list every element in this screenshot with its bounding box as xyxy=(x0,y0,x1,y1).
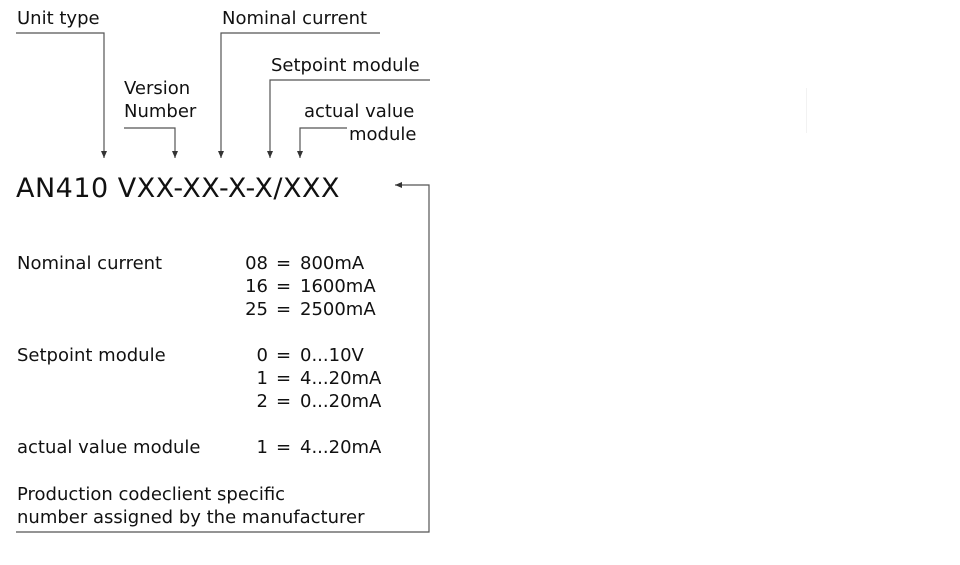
legend-nominal-current-label: Nominal current xyxy=(17,253,163,274)
actual-value-connector xyxy=(297,127,347,158)
production-code-connector xyxy=(16,182,430,533)
legend-row-code: 1 xyxy=(256,437,268,458)
actual-value-callout-line1: actual value xyxy=(304,101,415,122)
legend-row-code: 16 xyxy=(245,276,268,297)
type-code: AN410 VXX-XX-X-X/XXX xyxy=(16,173,340,204)
production-code-line1: Production codeclient specific xyxy=(17,484,286,505)
legend-row-equals: = xyxy=(276,391,292,412)
version-number-connector xyxy=(124,127,178,158)
legend-row-value: 4...20mA xyxy=(300,368,382,389)
setpoint-module-callout: Setpoint module xyxy=(271,55,420,76)
setpoint-module-connector xyxy=(267,79,430,158)
version-number-label-line2: Number xyxy=(124,101,197,122)
legend-row-value: 0...20mA xyxy=(300,391,382,412)
legend-actual-value-module-label: actual value module xyxy=(17,437,201,458)
legend-row-equals: = xyxy=(276,437,292,458)
legend-row-equals: = xyxy=(276,345,292,366)
legend-row-equals: = xyxy=(276,276,292,297)
legend-row-value: 1600mA xyxy=(300,276,376,297)
nominal-current-connector xyxy=(218,32,380,158)
legend-row-code: 1 xyxy=(256,368,268,389)
legend-row-code: 25 xyxy=(245,299,268,320)
legend-row-equals: = xyxy=(276,368,292,389)
legend-row-code: 08 xyxy=(245,253,268,274)
legend-row-equals: = xyxy=(276,299,292,320)
faint-divider xyxy=(806,88,807,133)
nominal-current-callout: Nominal current xyxy=(222,8,368,29)
legend-row-value: 800mA xyxy=(300,253,365,274)
unit-type-label: Unit type xyxy=(17,8,100,29)
legend-row-code: 2 xyxy=(256,391,268,412)
legend-row-value: 4...20mA xyxy=(300,437,382,458)
production-code-line2: number assigned by the manufacturer xyxy=(17,507,365,528)
unit-type-connector xyxy=(16,32,107,158)
actual-value-callout-line2: module xyxy=(349,124,417,145)
legend-row-equals: = xyxy=(276,253,292,274)
version-number-label-line1: Version xyxy=(124,78,191,99)
legend-row-code: 0 xyxy=(256,345,268,366)
legend-row-value: 2500mA xyxy=(300,299,376,320)
legend-setpoint-module-label: Setpoint module xyxy=(17,345,166,366)
legend-row-value: 0...10V xyxy=(300,345,364,366)
